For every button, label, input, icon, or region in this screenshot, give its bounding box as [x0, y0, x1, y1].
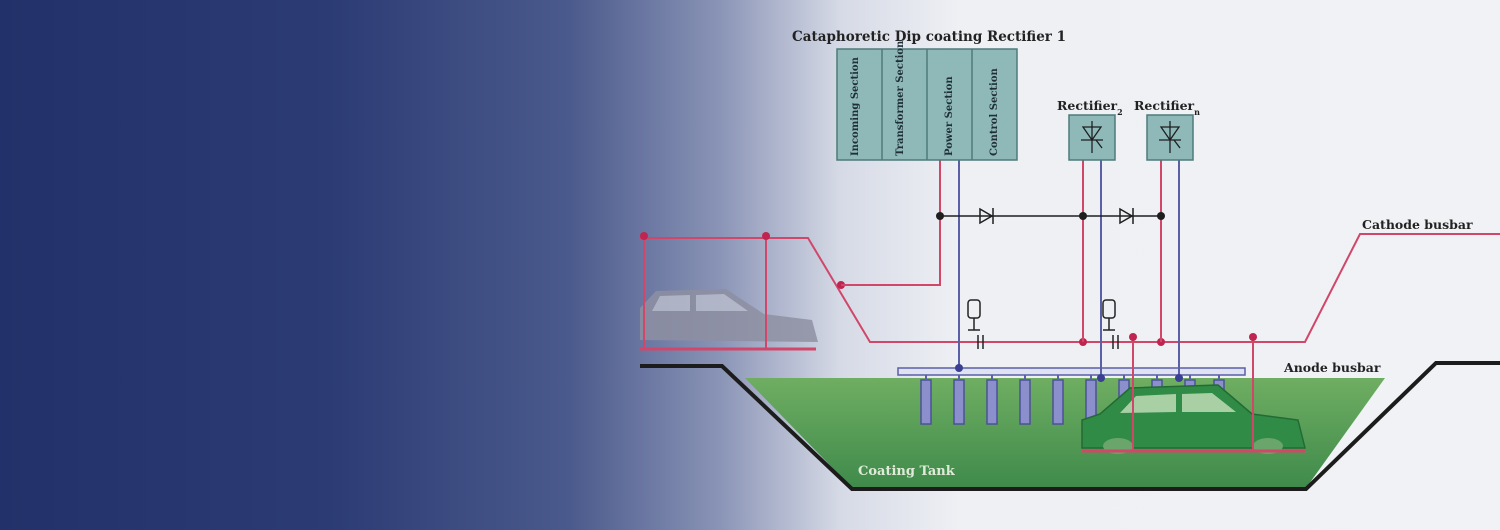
anode-plate: [953, 379, 965, 425]
tank-wall: [640, 361, 1500, 491]
anode-plate: [920, 379, 932, 425]
anode-plate: [1052, 379, 1064, 425]
rectifier-n-box: [1146, 114, 1194, 161]
section-label: Power Section: [944, 76, 955, 156]
cathode-busbar-line: [640, 233, 1500, 351]
section-label: Incoming Section: [850, 56, 861, 156]
anode-busbar-label: Anode busbar: [1283, 360, 1381, 375]
cathode-busbar-label: Cathode busbar: [1362, 217, 1473, 232]
anode-busbar-rail: [897, 367, 1246, 376]
rectifier-n-label: Rectifiern: [1134, 98, 1200, 117]
rectifier-1-cabinet: [836, 48, 1018, 161]
rectifier-2-box: [1068, 114, 1116, 161]
rectifier-2-label: Rectifier2: [1057, 98, 1123, 117]
title-label: Cataphoretic Dip coating Rectifier 1: [792, 29, 1066, 45]
car-on-conveyor: [640, 289, 818, 342]
section-label: Control Section: [989, 68, 1000, 156]
anode-plate: [1019, 379, 1031, 425]
capacitor-symbols: [967, 299, 1119, 349]
anode-plate: [986, 379, 998, 425]
diode-line: [936, 207, 1165, 225]
section-label: Transformer Section: [895, 40, 906, 156]
coating-tank-label: Coating Tank: [858, 464, 956, 479]
